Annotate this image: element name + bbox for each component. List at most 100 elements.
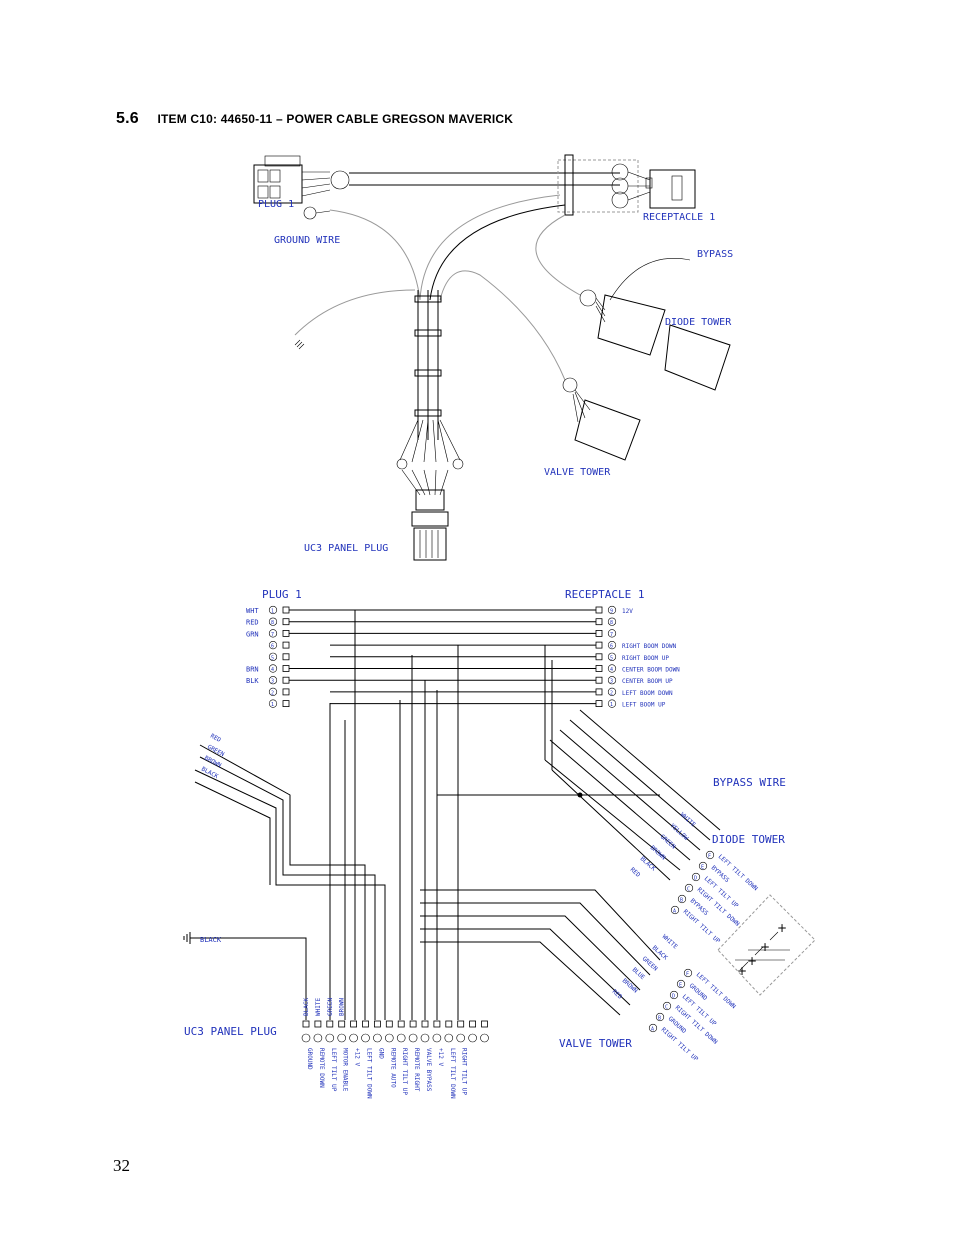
diode-wire-color: BLACK [639,855,657,873]
plug1-pin-box [282,618,290,626]
receptacle-pin-circle [607,699,617,708]
receptacle-pin-circle [607,605,617,615]
uc3-pin-label: GROUND [306,1048,313,1070]
receptacle-pin-box [595,700,603,707]
receptacle-pin-label: RIGHT BOOM DOWN [622,643,677,650]
uc3-pin-circle [384,1033,394,1043]
plug1-pin-circle [268,617,278,626]
uc3-pin-box [385,1020,393,1028]
uc3-pin-label: REMOTE DOWN [318,1048,325,1088]
valve-pin-circle [648,1023,658,1033]
plug1-pin-color: GRN [246,630,259,638]
uc3-pin-label: +12 V [437,1048,444,1066]
receptacle-pin-box [595,630,603,637]
diode-wire-color: RED [629,866,642,879]
diode-pin-circle [705,850,715,860]
plug1-pin-box [282,606,290,614]
uc3-pin-circle [420,1033,430,1043]
harness-illustration: PLUG 1 GROUND WIRE RECEPTACLE 1 BYPASS D… [253,154,733,561]
uc3-pin-box [338,1020,346,1028]
receptacle-pin-label: CENTER BOOM DOWN [622,667,680,674]
svg-text:+: + [737,964,747,978]
valve-pin-letter: E [679,983,682,989]
uc3-pin-label: +12 V [354,1048,361,1066]
schematic: PLUG 1 RECEPTACLE 1 BYPASS WIRE DIODE TO… [183,588,816,1099]
plug1-pin-color: RED [246,619,259,627]
receptacle-pin-number: 2 [610,690,613,696]
uc3-pin-box [457,1020,465,1028]
diode-wire-color: BROWN [649,844,667,862]
receptacle-pin-number: 4 [610,667,613,673]
uc3-pin-box [302,1020,310,1028]
plug1-pin-number: 5 [271,655,274,661]
diode-pin-letter: A [673,909,676,915]
uc3-pin-box [481,1020,488,1028]
uc3-pin-circle [432,1033,442,1043]
plug1-pin-circle [268,664,278,673]
uc3-pin-label: RIGHT TILT UP [401,1048,408,1095]
vertical-bus [329,610,553,1020]
receptacle-pin-circle [607,687,617,697]
plug1-pin-box [282,688,290,696]
schem-bypass-wire: BYPASS WIRE [713,776,786,789]
plug1-pin-box [282,676,290,684]
plug1-pin-circle [268,605,278,615]
schem-diode-tower: DIODE TOWER [712,833,785,846]
uc3-pin-wire-color: BROWN [339,998,346,1016]
svg-text:+: + [760,940,770,954]
uc3-pin-circle [468,1033,477,1043]
uc3-pin-circle [325,1033,335,1043]
uc3-pin-circle [408,1033,418,1043]
valve-wire-color: WHITE [661,933,679,951]
uc3-pin-circle [337,1033,347,1043]
diode-pin-letter: E [701,865,704,871]
diode-pin-circle [677,894,687,904]
schem-uc3-panel-plug: UC3 PANEL PLUG [184,1025,277,1038]
uc3-pin-circle [444,1033,454,1043]
plug1-pin-number: 6 [271,644,274,650]
receptacle-pin-circle [607,676,617,685]
valve-pin-circle [669,990,679,1000]
valve-pin-circle [676,979,686,989]
svg-text:+: + [747,954,757,968]
valve-pin-circle [662,1001,672,1011]
section-number: 5.6 [116,110,139,127]
section-heading: 5.6 Item C10: 44650-11 – Power Cable Gre… [116,110,513,128]
diode-pin-letter: C [687,887,690,893]
uc3-pin-label: MOTOR ENABLE [342,1048,349,1092]
plug1-pin-number: 8 [271,620,274,626]
receptacle-pin-box [595,618,603,626]
receptacle-pin-box [595,641,603,649]
diode-wire-color: GREEN [659,833,677,851]
diode-pin-letter: D [694,876,697,882]
valve-pin-letter: D [672,994,675,1000]
schem-valve-tower: VALVE TOWER [559,1037,632,1050]
schem-receptacle1-title: RECEPTACLE 1 [565,588,644,601]
diode-wire-color: YELLOW [669,822,690,842]
receptacle-pin-number: 1 [610,702,613,708]
ground-ring [303,206,331,220]
pigtail-color-label: RED [209,733,222,744]
receptacle1-connector [557,154,696,216]
plug1-pin-number: 3 [271,679,274,685]
page-number: 32 [113,1156,130,1175]
valve-bus [420,889,661,1016]
receptacle-pin-circle [607,629,617,638]
uc3-pin-label: LEFT TILT DOWN [449,1048,456,1099]
uc3-pin-circle [301,1033,311,1043]
receptacle-pin-label: 12V [622,608,633,615]
receptacle-pin-number: 6 [610,644,613,650]
plug1-pin-circle [268,652,278,661]
receptacle-pin-label: LEFT BOOM DOWN [622,690,673,697]
diode-pin-circle [670,905,680,915]
receptacle-pin-label: LEFT BOOM UP [622,702,666,709]
plug1-pin-circle [268,640,278,650]
receptacle-pin-circle [607,617,617,626]
uc3-pin-box [314,1020,322,1028]
uc3-pin-wire-color: WHITE [315,998,322,1016]
